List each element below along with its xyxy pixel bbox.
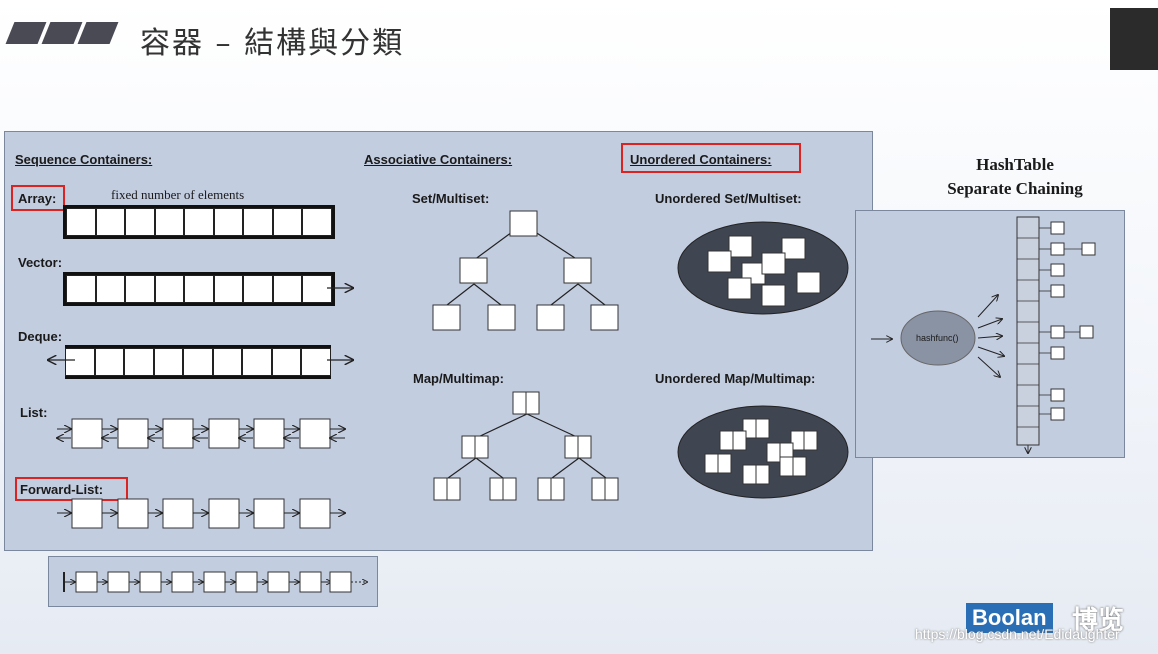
slide-title: 容器 – 結構與分類: [140, 26, 405, 61]
sequence-containers-heading: Sequence Containers:: [15, 152, 153, 167]
hash-output-arrows: [977, 295, 1004, 377]
vector-label: Vector:: [18, 255, 63, 270]
array-highlight-box: [11, 185, 65, 211]
bucket-chains: [1039, 221, 1096, 421]
hashtable-title-line2: Separate Chaining: [947, 179, 1083, 198]
title-stripes-decoration: [4, 22, 119, 44]
forward-list-detail-graphics: [63, 571, 379, 593]
containers-diagram-panel: Sequence Containers: Associative Contain…: [4, 131, 873, 551]
map-tree-diagram: [433, 391, 619, 501]
deque-diagram: [65, 345, 331, 379]
corner-logo-image: [1110, 8, 1158, 70]
unordered-set-label: Unordered Set/Multiset:: [655, 191, 802, 206]
map-multimap-label: Map/Multimap:: [413, 371, 504, 386]
array-diagram: [63, 205, 335, 239]
forward-list-detail-panel: [48, 556, 378, 607]
boolan-logo: Boolan: [966, 603, 1053, 633]
hashtable-panel: hashfunc(): [855, 210, 1125, 458]
bucket-vector: [1016, 216, 1040, 453]
unordered-map-label: Unordered Map/Multimap:: [655, 371, 816, 386]
set-tree-diagram: [432, 210, 619, 331]
hashfunc-node: [900, 310, 976, 366]
boolan-logo-cn: 博览: [1072, 606, 1125, 636]
array-note: fixed number of elements: [111, 187, 245, 202]
hashfunc-label: hashfunc(): [916, 333, 959, 343]
array-label: Array:: [18, 191, 57, 206]
vector-diagram: [63, 272, 335, 306]
forward-list-label: Forward-List:: [20, 482, 104, 497]
hashtable-graphics: [871, 216, 1096, 459]
list-diagram: [57, 418, 345, 449]
unordered-set-diagram: [677, 221, 849, 315]
unordered-containers-heading: Unordered Containers:: [630, 152, 772, 167]
unordered-map-diagram: [677, 405, 849, 499]
associative-containers-heading: Associative Containers:: [364, 152, 513, 167]
hashtable-title-line1: HashTable: [976, 155, 1054, 174]
unordered-highlight-box: [621, 143, 801, 173]
list-label: List:: [20, 405, 48, 420]
set-multiset-label: Set/Multiset:: [412, 191, 490, 206]
forward-list-diagram: [57, 498, 345, 529]
hashtable-title: HashTable Separate Chaining: [925, 153, 1105, 201]
diagram-graphics: [5, 210, 849, 529]
deque-label: Deque:: [18, 329, 63, 344]
watermark-url: https://blog.csdn.net/Edidaughter: [915, 626, 1120, 642]
